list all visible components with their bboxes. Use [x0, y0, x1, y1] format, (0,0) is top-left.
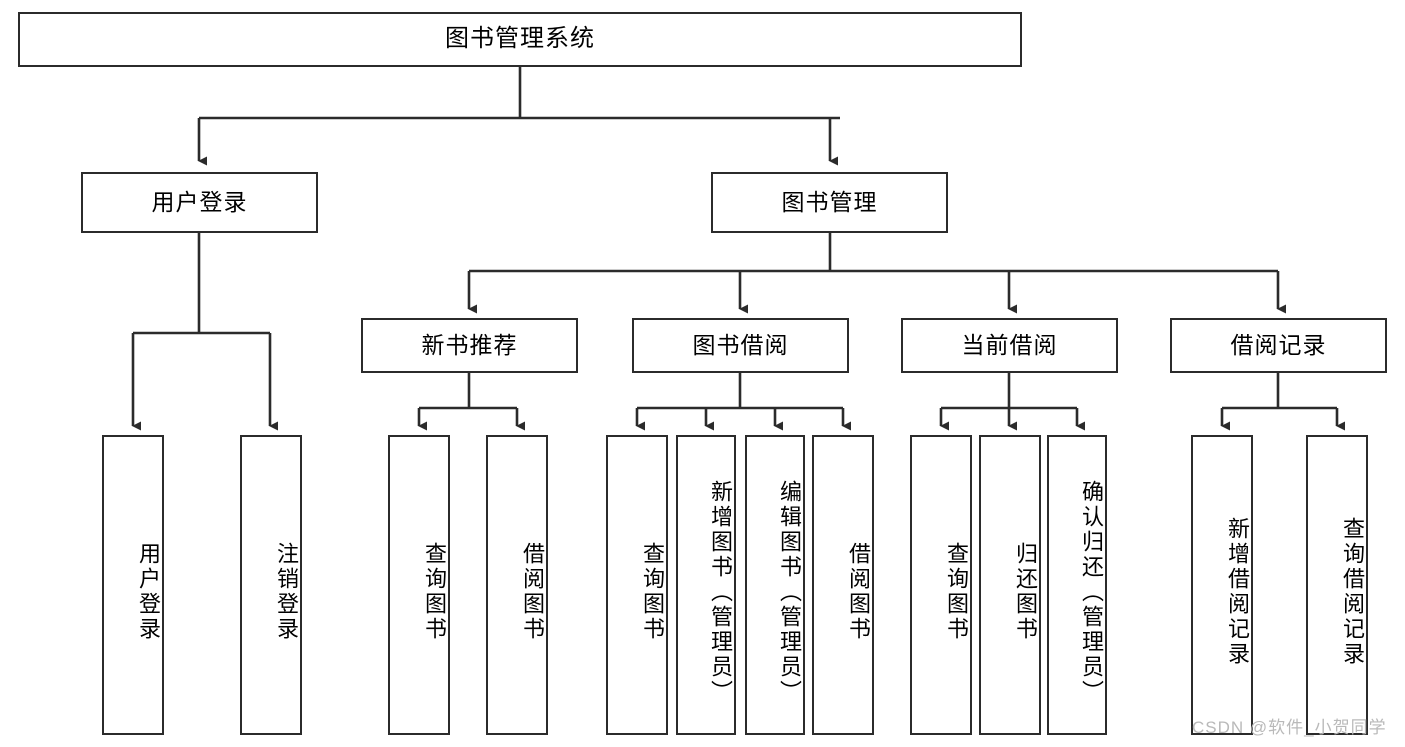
leaf-query-book-2-label: 查询图书	[640, 542, 665, 642]
node-root-system[interactable]: 图书管理系统	[18, 12, 1022, 67]
leaf-user-login[interactable]: 用户登录	[102, 435, 164, 735]
leaf-confirm-return[interactable]: 确认归还（管理员）	[1047, 435, 1107, 735]
leaf-return-book-label: 归还图书	[1013, 542, 1038, 642]
leaf-add-book[interactable]: 新增图书（管理员）	[676, 435, 736, 735]
leaf-add-book-label: 新增图书（管理员）	[708, 479, 733, 705]
leaf-edit-book-label: 编辑图书（管理员）	[777, 479, 802, 705]
leaf-edit-book[interactable]: 编辑图书（管理员）	[745, 435, 805, 735]
node-borrow-record-label: 借阅记录	[1230, 331, 1327, 358]
node-current-borrow[interactable]: 当前借阅	[901, 318, 1118, 373]
node-current-borrow-label: 当前借阅	[961, 331, 1058, 358]
leaf-query-book-1[interactable]: 查询图书	[388, 435, 450, 735]
leaf-add-record[interactable]: 新增借阅记录	[1191, 435, 1253, 735]
node-user-login[interactable]: 用户登录	[81, 172, 318, 233]
node-new-book-recommend-label: 新书推荐	[421, 331, 518, 358]
node-user-login-label: 用户登录	[151, 188, 248, 215]
node-book-borrow[interactable]: 图书借阅	[632, 318, 849, 373]
leaf-query-book-3[interactable]: 查询图书	[910, 435, 972, 735]
leaf-query-record[interactable]: 查询借阅记录	[1306, 435, 1368, 735]
node-book-management-label: 图书管理	[781, 188, 878, 215]
leaf-query-record-label: 查询借阅记录	[1340, 517, 1365, 667]
leaf-query-book-2[interactable]: 查询图书	[606, 435, 668, 735]
node-book-borrow-label: 图书借阅	[692, 331, 789, 358]
leaf-user-login-label: 用户登录	[136, 542, 161, 642]
node-new-book-recommend[interactable]: 新书推荐	[361, 318, 578, 373]
leaf-borrow-book-1[interactable]: 借阅图书	[486, 435, 548, 735]
leaf-add-record-label: 新增借阅记录	[1225, 517, 1250, 667]
node-book-management[interactable]: 图书管理	[711, 172, 948, 233]
node-borrow-record[interactable]: 借阅记录	[1170, 318, 1387, 373]
leaf-borrow-book-2[interactable]: 借阅图书	[812, 435, 874, 735]
node-root-system-label: 图书管理系统	[445, 25, 595, 53]
leaf-user-logout-label: 注销登录	[274, 542, 299, 642]
leaf-user-logout[interactable]: 注销登录	[240, 435, 302, 735]
leaf-borrow-book-1-label: 借阅图书	[520, 542, 545, 642]
watermark-text: CSDN @软件_小贺同学	[1192, 718, 1387, 737]
leaf-return-book[interactable]: 归还图书	[979, 435, 1041, 735]
leaf-query-book-3-label: 查询图书	[944, 542, 969, 642]
leaf-query-book-1-label: 查询图书	[422, 542, 447, 642]
leaf-borrow-book-2-label: 借阅图书	[846, 542, 871, 642]
leaf-confirm-return-label: 确认归还（管理员）	[1079, 479, 1104, 705]
